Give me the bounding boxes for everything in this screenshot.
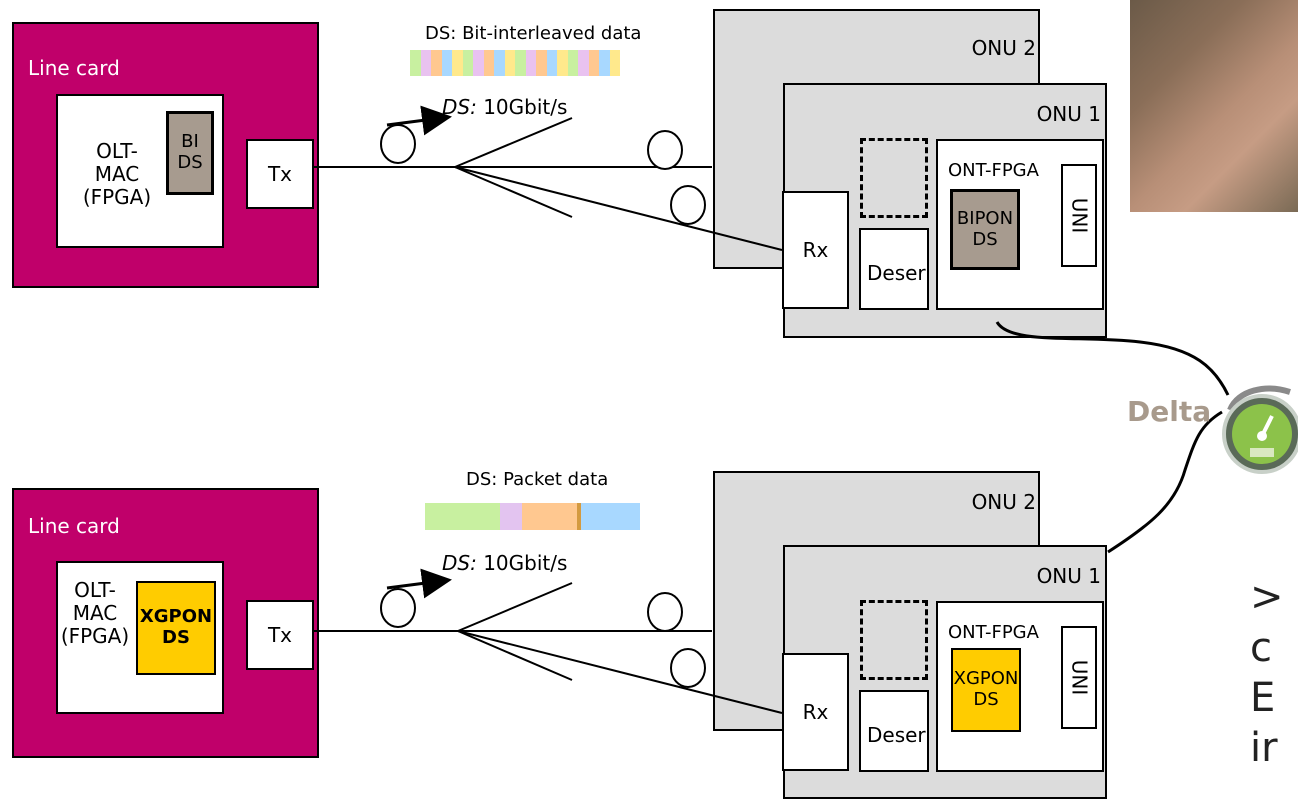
- lab-photo: [1130, 0, 1298, 212]
- bottom-ds-rate-value: 10Gbit/s: [476, 551, 568, 575]
- top-deser-label: Deser: [867, 261, 926, 285]
- bottom-ont-fpga-label: ONT-FPGA: [948, 622, 1039, 643]
- bottom-fiber-coil-1: [380, 588, 416, 628]
- side-text-line-1: >: [1250, 574, 1284, 620]
- bottom-xgpon-ds-chip: XGPON DS: [136, 581, 216, 675]
- bottom-onu1-label: ONU 1: [1036, 564, 1101, 588]
- bottom-fiber-coil-3: [670, 648, 706, 688]
- top-fiber-coil-3: [670, 185, 706, 225]
- top-fiber-coil-2: [647, 130, 683, 170]
- bottom-line-card-label: Line card: [28, 514, 120, 538]
- bottom-branch-lower: [457, 630, 573, 681]
- top-ds-prefix: DS:: [442, 95, 477, 119]
- bottom-ds-rate: DS: 10Gbit/s: [442, 552, 567, 575]
- bottom-uni-label: UNI: [1067, 659, 1092, 696]
- side-text-line-2: c: [1250, 625, 1272, 671]
- top-branch-lower: [454, 166, 573, 218]
- bottom-deser-label: Deser: [867, 723, 926, 747]
- bottom-ds-prefix: DS:: [442, 551, 477, 575]
- bottom-xgpon-ont-chip: XGPON DS: [951, 648, 1021, 732]
- top-rx-box: Rx: [782, 191, 849, 309]
- side-text-line-4: ir: [1250, 725, 1278, 771]
- top-uni-box: UNI: [1061, 164, 1097, 267]
- top-legend-title: DS: Bit-interleaved data: [425, 23, 642, 44]
- side-text-line-3: E: [1250, 675, 1276, 721]
- top-ont-fpga-label: ONT-FPGA: [948, 160, 1039, 181]
- delta-label: Delta: [1127, 395, 1212, 428]
- top-direction-arrow: [386, 105, 452, 136]
- top-tx-box: Tx: [246, 139, 314, 209]
- bottom-branch-upper: [457, 582, 573, 632]
- bottom-legend-title: DS: Packet data: [466, 469, 609, 490]
- top-onu1-label: ONU 1: [1036, 102, 1101, 126]
- top-onu2-label: ONU 2: [971, 36, 1036, 60]
- bottom-onu2-label: ONU 2: [971, 490, 1036, 514]
- top-bit-interleaved-strip: [410, 50, 620, 76]
- bottom-uni-box: UNI: [1061, 626, 1097, 729]
- bottom-rx-box: Rx: [782, 653, 849, 771]
- top-bi-ds-chip: BI DS: [166, 111, 214, 195]
- top-dashed-slot: [860, 138, 928, 218]
- delta-meter-icon: [1218, 382, 1298, 474]
- bottom-dashed-slot: [860, 600, 928, 680]
- top-ds-rate-value: 10Gbit/s: [476, 95, 568, 119]
- top-line-card-label: Line card: [28, 56, 120, 80]
- bottom-fiber-coil-2: [647, 592, 683, 632]
- top-branch-upper: [454, 117, 573, 168]
- top-ds-rate: DS: 10Gbit/s: [442, 96, 567, 119]
- bottom-direction-arrow: [386, 568, 452, 599]
- top-bipon-ds-chip: BIPON DS: [950, 189, 1020, 270]
- top-uni-label: UNI: [1067, 197, 1092, 234]
- top-deser-box: Deser: [859, 228, 929, 310]
- top-olt-mac-label: OLT- MAC (FPGA): [82, 138, 152, 209]
- bottom-deser-box: Deser: [859, 690, 929, 772]
- bottom-meter-cable: [1107, 410, 1223, 554]
- bottom-packet-strip: [425, 503, 640, 530]
- bottom-tx-box: Tx: [246, 600, 314, 670]
- top-fiber-coil-1: [380, 124, 416, 164]
- bottom-olt-mac-label: OLT- MAC (FPGA): [60, 577, 130, 648]
